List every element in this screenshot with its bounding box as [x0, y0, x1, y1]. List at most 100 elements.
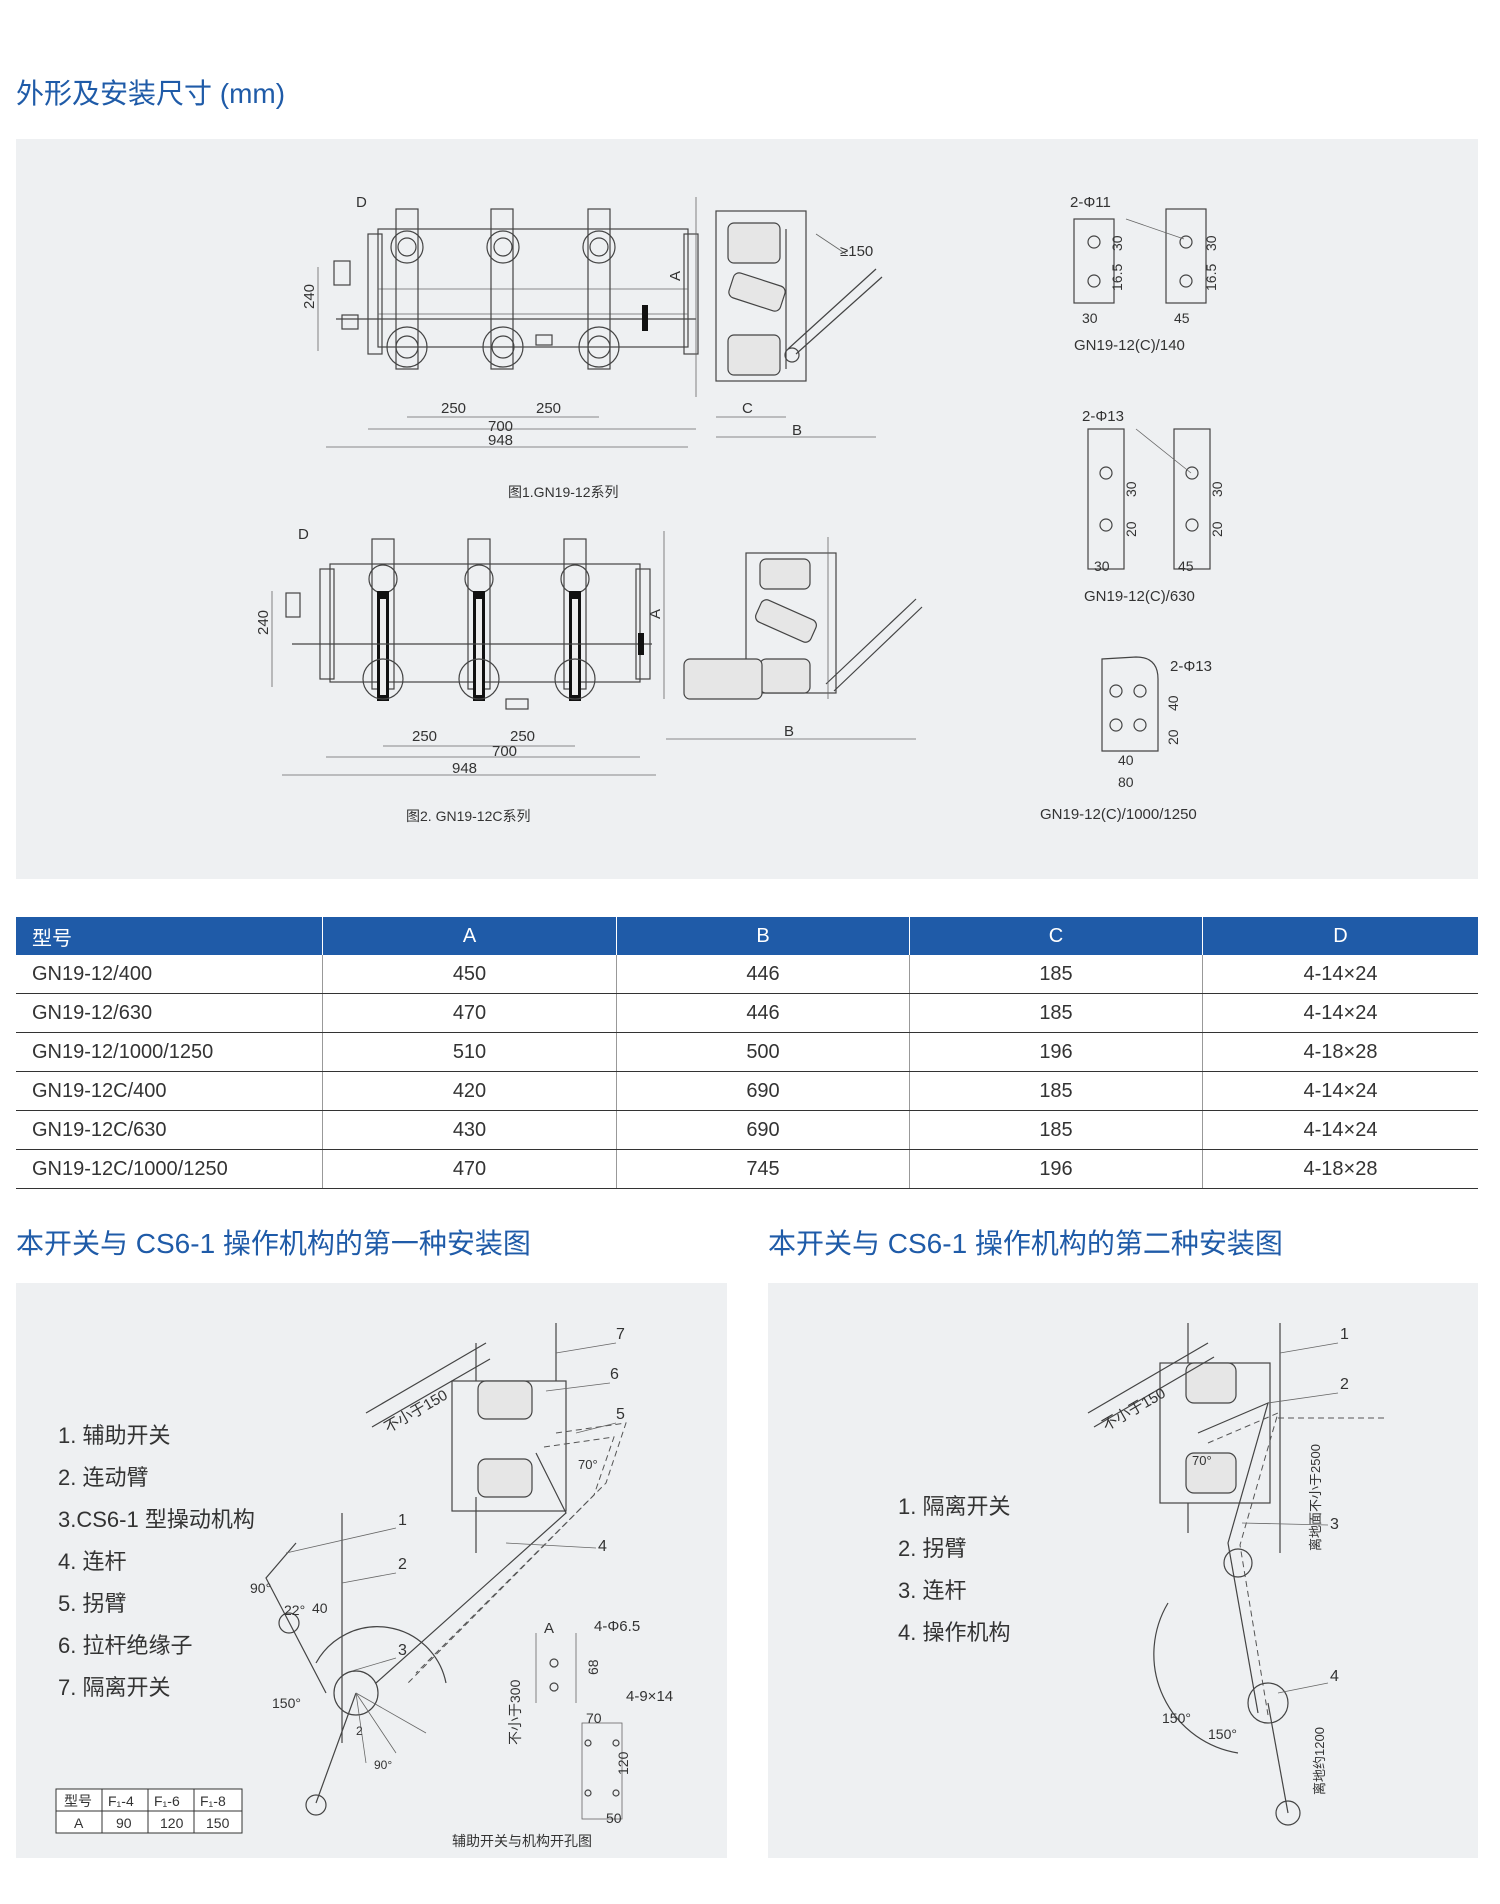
col-b: B	[616, 917, 910, 955]
fig2-700: 700	[492, 743, 517, 760]
dimensions-title: 外形及安装尺寸 (mm)	[16, 78, 286, 109]
i1-70: 70°	[578, 1457, 598, 1472]
hole-drawing: A 4-Φ6.5 68 不小于300 70 4-9×14 120 50 辅助开关…	[452, 1618, 673, 1849]
mini-h1: F₁-4	[108, 1793, 134, 1809]
fig2-948: 948	[452, 760, 477, 777]
install-2-panel: 不小于150 70° 离地面不小于2500 150° 150° 离地约1200 …	[768, 1283, 1478, 1858]
install-1-title: 本开关与 CS6-1 操作机构的第一种安装图	[16, 1228, 531, 1259]
list-item: 2. 拐臂	[898, 1536, 967, 1561]
hole-50: 50	[606, 1810, 622, 1826]
hole-a: A	[544, 1620, 554, 1637]
fig2-d: D	[298, 526, 309, 543]
fig1-caption: 图1.GN19-12系列	[508, 484, 618, 500]
i1-n6: 6	[610, 1366, 619, 1383]
hole-68: 68	[585, 1659, 601, 1675]
fig1-c: C	[742, 400, 753, 417]
fig1-948: 948	[488, 432, 513, 449]
col-c: C	[909, 917, 1203, 955]
i1-n2: 2	[398, 1556, 407, 1573]
fig2-b: B	[784, 723, 794, 740]
table-row: GN19-12/400 450 446 185 4-14×24	[16, 955, 1478, 994]
list-item: 6. 拉杆绝缘子	[58, 1633, 193, 1658]
fig2-240: 240	[255, 610, 272, 635]
table-row: GN19-12C/1000/1250 470 745 196 4-18×28	[16, 1149, 1478, 1189]
i2-n2: 2	[1340, 1376, 1349, 1393]
hole-46: 4-Φ6.5	[594, 1618, 640, 1635]
mini-r2: 120	[160, 1815, 184, 1831]
t1000-40: 40	[1165, 695, 1181, 711]
i2-min150: 不小于150	[1100, 1385, 1169, 1435]
t630-30b: 30	[1209, 481, 1225, 497]
t630-30h: 30	[1094, 558, 1110, 574]
t630-20b: 20	[1209, 521, 1225, 537]
mini-r3: 150	[206, 1815, 230, 1831]
t140-hole: 2-Φ11	[1070, 194, 1111, 211]
cell-d: 4-18×28	[1202, 1149, 1478, 1189]
cell-d: 4-18×28	[1202, 1032, 1478, 1072]
list-item: 3. 连杆	[898, 1578, 967, 1603]
hole-300: 不小于300	[507, 1679, 523, 1745]
cell-a: 420	[322, 1071, 617, 1111]
mini-r0: A	[74, 1815, 84, 1831]
mini-h3: F₁-8	[200, 1793, 226, 1809]
cell-model: GN19-12C/400	[16, 1071, 323, 1111]
t140-30: 30	[1109, 235, 1125, 251]
cell-b: 446	[616, 955, 910, 994]
i1-n1: 1	[398, 1512, 407, 1529]
cell-c: 196	[909, 1032, 1203, 1072]
i1-90: 90°	[250, 1580, 271, 1596]
cell-c: 196	[909, 1149, 1203, 1189]
list-item: 4. 连杆	[58, 1549, 127, 1574]
cell-a: 430	[322, 1110, 617, 1150]
mini-h0: 型号	[64, 1793, 92, 1809]
t630-caption: GN19-12(C)/630	[1084, 588, 1195, 605]
i1-n3: 3	[398, 1642, 407, 1659]
hole-70: 70	[586, 1710, 602, 1726]
install-2-parts-list: 1. 隔离开关 2. 拐臂 3. 连杆 4. 操作机构	[898, 1486, 1010, 1654]
i1-22: 22°	[284, 1602, 305, 1618]
cell-b: 745	[616, 1149, 910, 1189]
cell-model: GN19-12/630	[16, 993, 323, 1033]
col-a: A	[322, 917, 617, 955]
list-item: 4. 操作机构	[898, 1620, 1011, 1645]
cell-d: 4-14×24	[1202, 1071, 1478, 1111]
fig1-a: A	[667, 271, 684, 281]
hole-120: 120	[615, 1751, 631, 1775]
i1-n7: 7	[616, 1326, 625, 1343]
t1000-hole: 2-Φ13	[1170, 658, 1212, 675]
cell-a: 510	[322, 1032, 617, 1072]
table-row: GN19-12C/400 420 690 185 4-14×24	[16, 1071, 1478, 1111]
cell-model: GN19-12/400	[16, 955, 323, 994]
fig2-front-view: 240 D 250 250 700 948 A 图2. GN19-12C系列	[255, 526, 665, 824]
t140-30b: 30	[1203, 235, 1219, 251]
cell-b: 690	[616, 1110, 910, 1150]
i1-2b: 2	[356, 1724, 363, 1738]
install-1-parts-list: 1. 辅助开关 2. 连动臂 3.CS6-1 型操动机构 4. 连杆 5. 拐臂…	[58, 1415, 255, 1709]
cell-a: 450	[322, 955, 617, 994]
fig1-150: ≥150	[840, 243, 873, 260]
fig2-caption: 图2. GN19-12C系列	[406, 808, 530, 824]
i1-min150: 不小于150	[382, 1387, 451, 1437]
t140-30h: 30	[1082, 310, 1098, 326]
i1-40: 40	[312, 1600, 328, 1616]
fig2-250a: 250	[412, 728, 437, 745]
i1-150: 150°	[272, 1695, 301, 1711]
mini-h2: F₁-6	[154, 1793, 180, 1809]
cell-model: GN19-12C/1000/1250	[16, 1149, 323, 1189]
mini-r1: 90	[116, 1815, 132, 1831]
t140-caption: GN19-12(C)/140	[1074, 337, 1185, 354]
install-2-drawing: 不小于150 70° 离地面不小于2500 150° 150° 离地约1200 …	[1087, 1323, 1388, 1826]
t140-45: 45	[1174, 310, 1190, 326]
fig1-d: D	[356, 194, 367, 211]
cell-a: 470	[322, 1149, 617, 1189]
i2-70: 70°	[1192, 1453, 1212, 1468]
i2-2500: 离地面不小于2500	[1308, 1444, 1323, 1551]
fig1-side-view: A ≥150 C B	[667, 197, 883, 439]
col-model: 型号	[16, 917, 323, 955]
fig1-front-view: 240 D 250 250 700 948 图1.GN19-12系列	[301, 194, 699, 500]
fig1-700: 700	[488, 418, 513, 435]
cell-d: 4-14×24	[1202, 955, 1478, 994]
fig1-250b: 250	[536, 400, 561, 417]
i1-n4: 4	[598, 1538, 607, 1555]
t140-16b: 16.5	[1203, 264, 1219, 291]
